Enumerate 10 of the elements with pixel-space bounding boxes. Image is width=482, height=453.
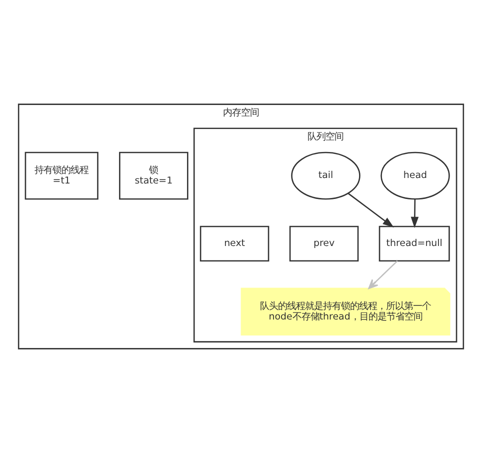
node-box: 持有锁的线程 =t1 (24, 152, 98, 200)
arrow (348, 192, 394, 228)
node-ellipse: tail (291, 152, 360, 200)
node-box: next (200, 226, 270, 262)
node-box: thread=null (378, 226, 450, 262)
node-box: 锁 state=1 (119, 152, 188, 200)
node-box: prev (289, 226, 359, 262)
arrow (410, 199, 419, 228)
node-ellipse: head (380, 152, 450, 200)
arrow (368, 260, 398, 290)
